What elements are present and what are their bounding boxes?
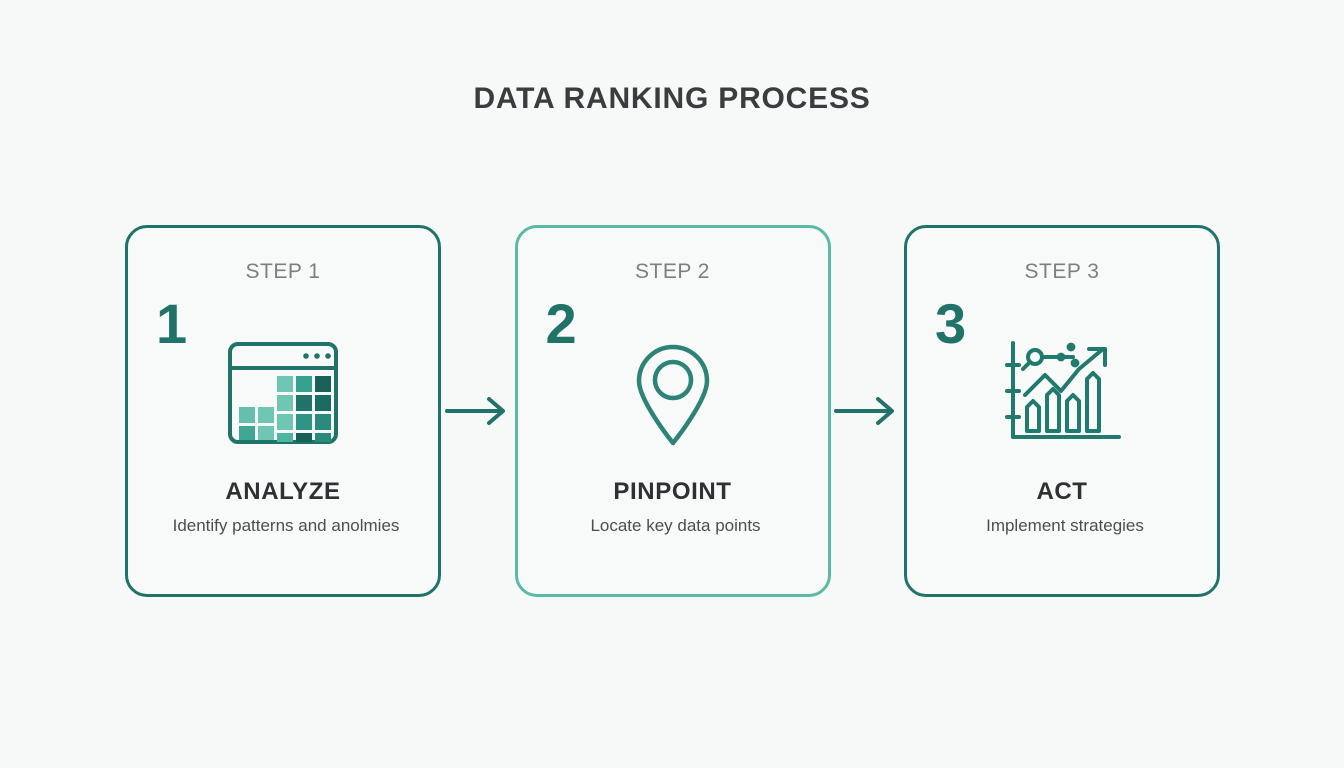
heatmap-grid-icon <box>228 341 338 444</box>
step-label-3: STEP 3 <box>1024 260 1100 283</box>
step-label-1: STEP 1 <box>245 260 321 283</box>
step-description-2: Locate key data points <box>590 516 761 535</box>
step-title-3: ACT <box>1036 478 1088 505</box>
step-icon-3-wrap <box>907 330 1217 455</box>
step-icon-1-wrap <box>128 330 438 455</box>
map-pin-icon <box>636 344 709 445</box>
step-description-3: Implement strategies <box>986 516 1144 535</box>
arrow-right-icon <box>444 397 505 425</box>
step-title-2: PINPOINT <box>613 478 732 505</box>
step-card-1[interactable]: STEP 1 1 <box>125 225 441 597</box>
step-card-3[interactable]: STEP 3 3 <box>904 225 1220 597</box>
arrow-right-icon <box>834 397 895 425</box>
arrow-step1-to-step2 <box>441 225 515 597</box>
step-title-1: ANALYZE <box>225 478 341 505</box>
step-number-3: 3 <box>935 292 967 355</box>
step-description-1: Identify patterns and anolmies <box>172 516 400 535</box>
step-number-1: 1 <box>156 292 188 355</box>
page-title: DATA RANKING PROCESS <box>473 82 871 115</box>
step-card-2[interactable]: STEP 2 2 PINPOINT Locate key data points <box>514 225 831 597</box>
step-number-2: 2 <box>545 292 577 355</box>
step-icon-2-wrap <box>518 330 828 455</box>
growth-chart-icon <box>1005 340 1121 439</box>
arrow-step2-to-step3 <box>831 225 905 597</box>
step-label-2: STEP 2 <box>635 260 710 283</box>
process-flow: STEP 1 1 <box>125 225 1220 597</box>
